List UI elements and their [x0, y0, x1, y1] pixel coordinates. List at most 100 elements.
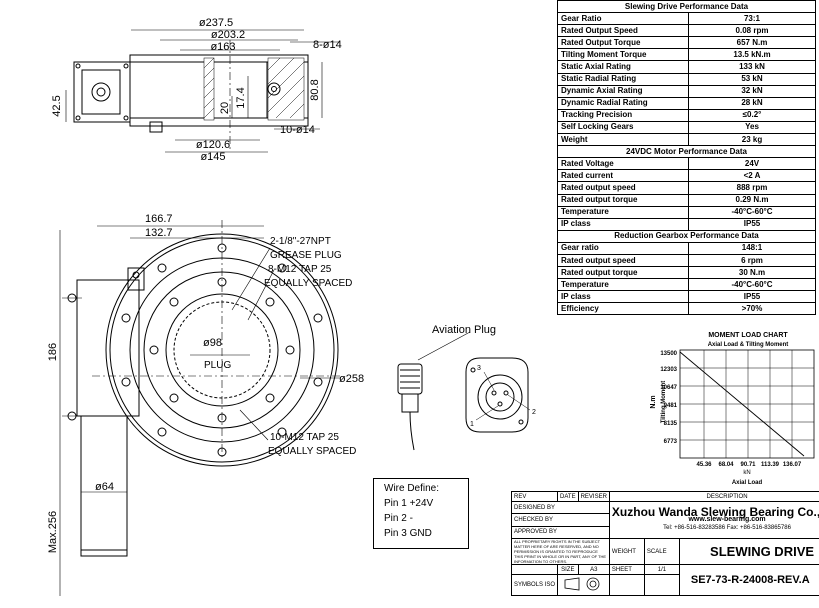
note-10m12: 10-M12 TAP 25 — [270, 432, 339, 443]
tb-description-head: DESCRIPTION — [608, 491, 819, 502]
tb-symbols: SYMBOLS ISO — [510, 574, 559, 596]
svg-text:13500: 13500 — [660, 351, 677, 357]
projection-symbol — [557, 574, 610, 596]
tb-size: SIZE — [557, 564, 579, 575]
dim-237: ø237.5 — [199, 17, 233, 29]
dim-max256: Max.256 — [47, 511, 59, 553]
tb-proprietary: ALL PROPRIETARY RIGHTS IN THE SUBJECT MA… — [511, 538, 610, 565]
outer-bolt-holes — [121, 243, 323, 457]
wire-pin-2: Pin 2 - — [384, 513, 413, 524]
svg-text:9481: 9481 — [664, 403, 678, 409]
aviation-plug: Aviation Plug 3 2 1 — [397, 324, 536, 451]
dim-64: ø64 — [95, 481, 114, 493]
dim-42: 42.5 — [51, 95, 63, 116]
moment-chart: MOMENT LOAD CHART Axial Load & Tilting M… — [650, 332, 815, 486]
svg-text:8135: 8135 — [664, 421, 678, 427]
gearbox-title: Reduction Gearbox Performance Data — [557, 229, 816, 243]
tb-scale: SCALE — [643, 538, 680, 565]
note-grease: GREASE PLUG — [270, 250, 342, 261]
table-row: Tracking Precision≤0.2° — [557, 108, 816, 122]
svg-text:kN: kN — [743, 470, 750, 476]
top-view-dims: ø237.5 ø203.2 ø163 8-ø14 42.5 20 17.4 80… — [51, 17, 342, 163]
svg-text:3: 3 — [477, 365, 481, 372]
wire-define-box: Wire Define: Pin 1 +24V Pin 2 - Pin 3 GN… — [373, 478, 469, 549]
dim-120: ø120.6 — [196, 139, 230, 151]
tb-weight: WEIGHT — [608, 538, 645, 565]
inner-bolt-holes — [149, 277, 295, 423]
dim-80: 80.8 — [309, 79, 321, 100]
svg-text:10647: 10647 — [660, 385, 677, 391]
tb-sheet: SHEET — [608, 564, 645, 575]
svg-text:Tilting Moment: Tilting Moment — [661, 381, 667, 424]
svg-text:45.36: 45.36 — [696, 462, 712, 468]
product-name: SLEWING DRIVE — [678, 538, 819, 565]
svg-text:136.07: 136.07 — [783, 462, 802, 468]
dim-20: 20 — [219, 102, 231, 114]
motor-title: 24VDC Motor Performance Data — [557, 145, 816, 159]
dim-8-14: 8-ø14 — [313, 39, 342, 51]
svg-text:90.71: 90.71 — [740, 462, 756, 468]
tb-rev-head: REV — [510, 491, 559, 502]
dim-163: ø163 — [210, 41, 235, 53]
wire-pin-3: Pin 3 GND — [384, 528, 432, 539]
svg-text:12303: 12303 — [660, 367, 677, 373]
dim-17: 17.4 — [235, 87, 247, 108]
dim-10-14: 10-ø14 — [280, 124, 315, 136]
tb-reviser-head: REVISER — [577, 491, 610, 502]
perf-title-row: Slewing Drive Performance Data — [557, 0, 816, 14]
svg-text:2: 2 — [532, 409, 536, 416]
dim-145: ø145 — [200, 151, 225, 163]
tb-date-head: DATE — [557, 491, 579, 502]
front-view — [59, 220, 340, 596]
performance-table: Slewing Drive Performance Data Gear Rati… — [557, 0, 816, 316]
drawing-number: SE7-73-R-24008-REV.A — [678, 564, 819, 596]
tb-size-val: A3 — [577, 564, 610, 575]
dim-132: 132.7 — [145, 227, 173, 239]
wire-pin-1: Pin 1 +24V — [384, 498, 434, 509]
mounting-ears — [62, 293, 82, 421]
chart-subtitle: Axial Load & Tilting Moment — [708, 342, 789, 348]
note-npt: 2-1/8"-27NPT — [270, 236, 331, 247]
svg-text:113.39: 113.39 — [761, 462, 780, 468]
note-8m12: 8-M12 TAP 25 — [268, 264, 332, 275]
svg-text:6773: 6773 — [664, 439, 678, 445]
dim-186: 186 — [47, 343, 59, 361]
tb-checked: CHECKED BY — [511, 513, 610, 527]
projection-icon — [565, 577, 600, 590]
table-row: Efficiency>70% — [557, 302, 816, 316]
gearbox-title-row: Reduction Gearbox Performance Data — [557, 229, 816, 243]
table-row: Temperature-40°C-60°C — [557, 278, 816, 292]
svg-text:68.04: 68.04 — [718, 462, 734, 468]
note-equal-1: EQUALLY SPACED — [264, 278, 352, 289]
tb-sheet-val: 1/1 — [643, 564, 680, 575]
front-view-dims: 166.7 132.7 186 ø98 ø258 Max.256 ø64 PLU… — [47, 213, 364, 553]
company-website: www.slew-bearing.com — [688, 516, 766, 523]
svg-text:Axial Load: Axial Load — [732, 480, 763, 486]
company-name: Xuzhou Wanda Slewing Bearing Co.,Ltd. — [611, 505, 819, 519]
table-row: Rated current<2 A — [557, 169, 816, 183]
svg-text:N.m: N.m — [650, 395, 657, 408]
dim-258: ø258 — [339, 373, 364, 385]
dim-98: ø98 — [203, 337, 222, 349]
dim-166: 166.7 — [145, 213, 173, 225]
plug-title: Aviation Plug — [432, 324, 496, 336]
tb-designed: DESIGNED BY — [511, 500, 610, 515]
tb-approved: APPROVED BY — [511, 525, 610, 540]
